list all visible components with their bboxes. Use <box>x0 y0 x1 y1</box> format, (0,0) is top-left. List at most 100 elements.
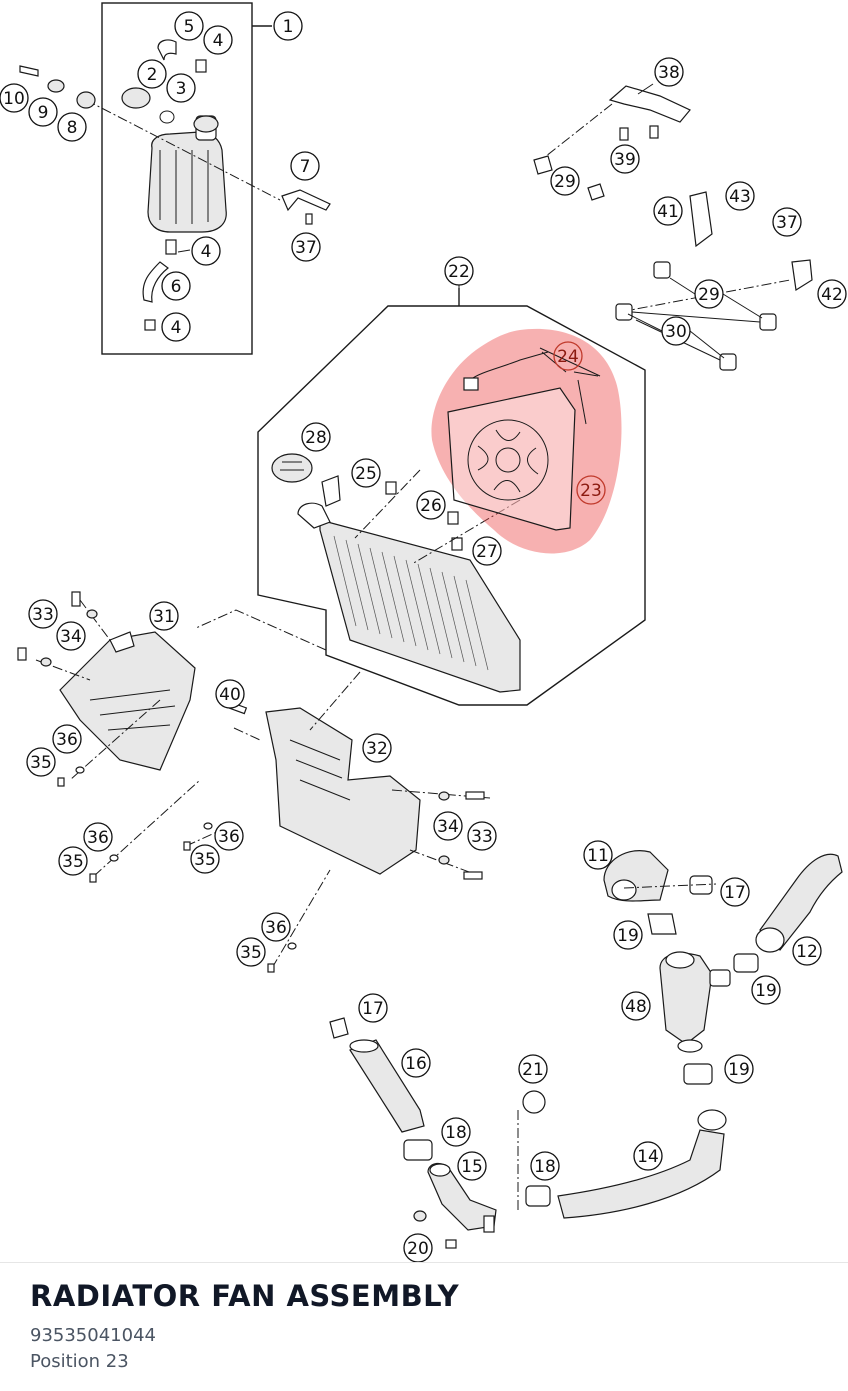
callout-number: 34 <box>60 627 82 647</box>
callout-circle <box>0 83 29 113</box>
callout-21[interactable]: 21 <box>518 1054 548 1084</box>
callout-43[interactable]: 43 <box>725 181 755 211</box>
callout-30[interactable]: 30 <box>661 316 691 346</box>
callout-37[interactable]: 37 <box>291 232 321 262</box>
callout-28[interactable]: 28 <box>301 422 331 452</box>
callout-12[interactable]: 12 <box>792 936 822 966</box>
callout-circle <box>817 279 847 309</box>
callout-circle <box>751 975 781 1005</box>
callout-36[interactable]: 36 <box>261 912 291 942</box>
callout-circle <box>137 59 167 89</box>
callout-19[interactable]: 19 <box>613 920 643 950</box>
callout-36[interactable]: 36 <box>83 822 113 852</box>
callout-number: 18 <box>534 1157 556 1177</box>
callout-number: 41 <box>657 202 679 222</box>
callout-circle <box>613 920 643 950</box>
callout-32[interactable]: 32 <box>362 733 392 763</box>
callout-number: 4 <box>213 31 224 51</box>
callout-33[interactable]: 33 <box>28 599 58 629</box>
callout-circle <box>553 341 583 371</box>
callout-17[interactable]: 17 <box>720 877 750 907</box>
callout-10[interactable]: 10 <box>0 83 29 113</box>
callout-19[interactable]: 19 <box>724 1054 754 1084</box>
callout-1[interactable]: 1 <box>273 11 303 41</box>
callout-34[interactable]: 34 <box>56 621 86 651</box>
callout-circle <box>28 599 58 629</box>
callout-8[interactable]: 8 <box>57 112 87 142</box>
callout-number: 30 <box>665 322 687 342</box>
callout-29[interactable]: 29 <box>694 279 724 309</box>
callout-18[interactable]: 18 <box>530 1151 560 1181</box>
callout-14[interactable]: 14 <box>633 1141 663 1171</box>
callout-number: 17 <box>724 883 746 903</box>
callout-2[interactable]: 2 <box>137 59 167 89</box>
callout-circle <box>401 1048 431 1078</box>
callout-number: 21 <box>522 1060 544 1080</box>
callout-circle <box>26 747 56 777</box>
callout-circle <box>358 993 388 1023</box>
callout-circle <box>58 846 88 876</box>
callout-3[interactable]: 3 <box>166 73 196 103</box>
callout-4[interactable]: 4 <box>161 312 191 342</box>
callout-9[interactable]: 9 <box>28 97 58 127</box>
callout-26[interactable]: 26 <box>416 490 446 520</box>
callout-circle <box>403 1233 433 1262</box>
callout-number: 12 <box>796 942 818 962</box>
callout-31[interactable]: 31 <box>149 601 179 631</box>
callout-37[interactable]: 37 <box>772 207 802 237</box>
callout-40[interactable]: 40 <box>215 679 245 709</box>
callout-20[interactable]: 20 <box>403 1233 433 1262</box>
callout-19[interactable]: 19 <box>751 975 781 1005</box>
callout-circle <box>273 11 303 41</box>
callout-number: 42 <box>821 285 843 305</box>
callout-7[interactable]: 7 <box>290 151 320 181</box>
callout-11[interactable]: 11 <box>583 840 613 870</box>
callout-circle <box>653 196 683 226</box>
callout-38[interactable]: 38 <box>654 57 684 87</box>
callout-number: 33 <box>32 605 54 625</box>
callout-number: 36 <box>56 730 78 750</box>
callout-33[interactable]: 33 <box>467 821 497 851</box>
callout-circle <box>654 57 684 87</box>
callout-4[interactable]: 4 <box>191 236 221 266</box>
callout-circle <box>530 1151 560 1181</box>
callout-25[interactable]: 25 <box>351 458 381 488</box>
callout-number: 37 <box>295 238 317 258</box>
radiator-group <box>257 288 646 706</box>
callout-number: 38 <box>658 63 680 83</box>
callout-17[interactable]: 17 <box>358 993 388 1023</box>
callout-circle <box>149 601 179 631</box>
callout-34[interactable]: 34 <box>433 811 463 841</box>
callout-35[interactable]: 35 <box>26 747 56 777</box>
callout-42[interactable]: 42 <box>817 279 847 309</box>
callout-number: 40 <box>219 685 241 705</box>
callout-22[interactable]: 22 <box>444 256 474 286</box>
callout-23[interactable]: 23 <box>576 475 606 505</box>
callout-number: 25 <box>355 464 377 484</box>
callout-29[interactable]: 29 <box>550 166 580 196</box>
callout-35[interactable]: 35 <box>236 937 266 967</box>
callout-27[interactable]: 27 <box>472 536 502 566</box>
callout-circle <box>467 821 497 851</box>
callout-4[interactable]: 4 <box>203 25 233 55</box>
callout-35[interactable]: 35 <box>190 844 220 874</box>
callout-39[interactable]: 39 <box>610 144 640 174</box>
callout-35[interactable]: 35 <box>58 846 88 876</box>
callout-number: 3 <box>176 79 187 99</box>
callout-36[interactable]: 36 <box>52 724 82 754</box>
callout-6[interactable]: 6 <box>161 271 191 301</box>
callout-5[interactable]: 5 <box>174 11 204 41</box>
callout-16[interactable]: 16 <box>401 1048 431 1078</box>
callout-number: 19 <box>755 981 777 1001</box>
callout-circle <box>444 256 474 286</box>
callout-48[interactable]: 48 <box>621 991 651 1021</box>
callout-36[interactable]: 36 <box>214 821 244 851</box>
callout-24[interactable]: 24 <box>553 341 583 371</box>
callout-15[interactable]: 15 <box>457 1151 487 1181</box>
callout-41[interactable]: 41 <box>653 196 683 226</box>
callout-18[interactable]: 18 <box>441 1117 471 1147</box>
callout-circle <box>724 1054 754 1084</box>
part-info-footer: RADIATOR FAN ASSEMBLY 93535041044 Positi… <box>0 1262 848 1391</box>
callout-circle <box>441 1117 471 1147</box>
